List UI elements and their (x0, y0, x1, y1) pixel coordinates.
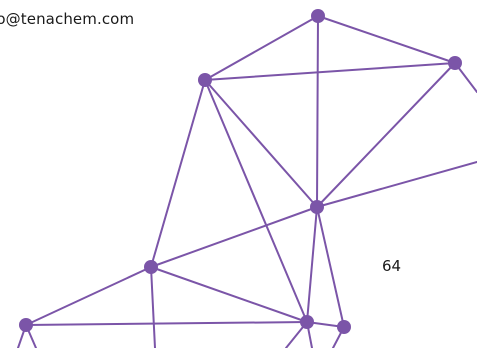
network-node (448, 56, 462, 70)
network-node (144, 260, 158, 274)
network-node (311, 9, 325, 23)
network-node (337, 320, 351, 334)
network-node (300, 315, 314, 329)
network-lines (18, 16, 477, 348)
network-node (310, 200, 324, 214)
network-node (19, 318, 33, 332)
network-node (198, 73, 212, 87)
network-nodes (19, 9, 462, 334)
